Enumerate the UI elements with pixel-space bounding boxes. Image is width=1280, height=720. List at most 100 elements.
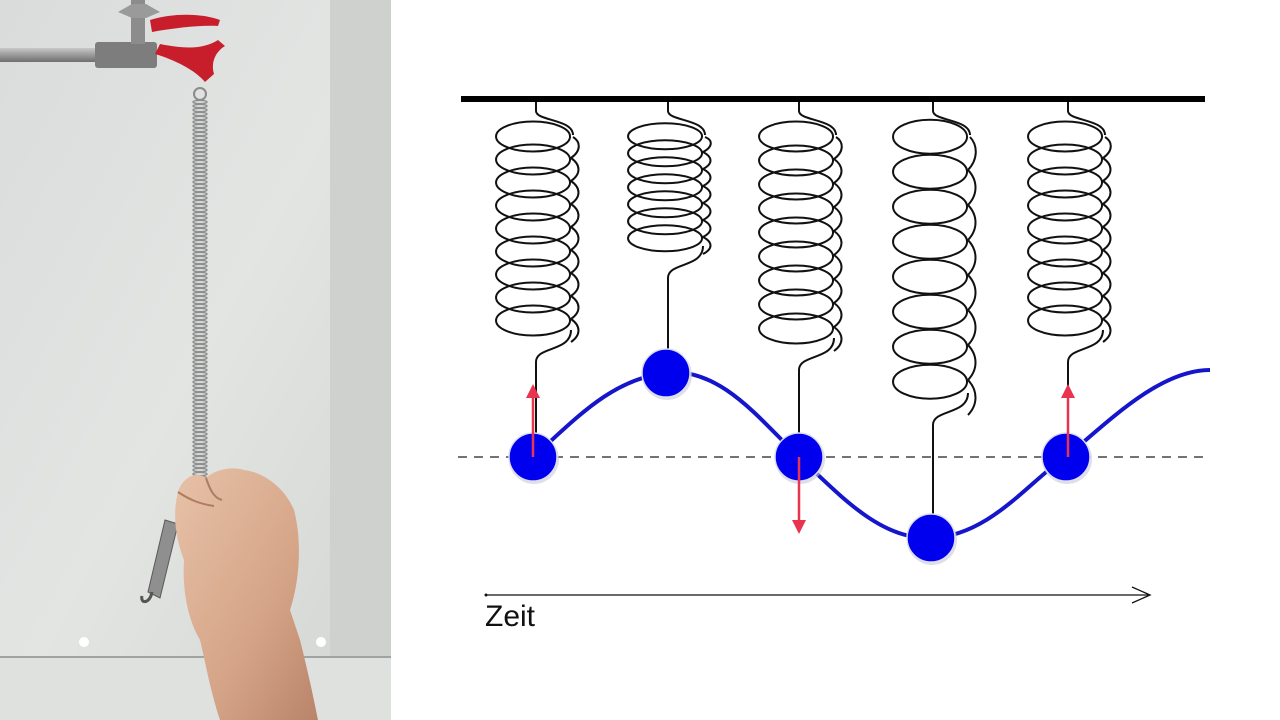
mass <box>906 513 956 563</box>
spring-coil <box>1027 212 1104 245</box>
photo-spring-coil <box>192 147 208 153</box>
photo-spring-coil <box>192 303 208 309</box>
stand-rod <box>0 48 120 62</box>
spring-coil <box>758 192 835 225</box>
photo-spring-coil <box>192 159 208 165</box>
wall-shadow <box>330 0 391 720</box>
spring-coil <box>1027 304 1104 337</box>
spring-top-stem <box>667 101 706 136</box>
baseboard <box>0 656 391 720</box>
spring-top-stem <box>535 101 574 136</box>
photo-spring-coil <box>192 451 208 457</box>
photo-spring-coil <box>192 343 208 349</box>
spring-coil <box>495 189 572 222</box>
photo-spring-coil <box>192 359 208 365</box>
photo-spring-coil <box>192 307 208 313</box>
spring-coil <box>495 304 572 337</box>
spring-coil <box>495 235 572 268</box>
arrowhead-icon <box>792 520 806 534</box>
photo-spring-coil <box>192 231 208 237</box>
photo-spring-coil <box>192 199 208 205</box>
spring-coil <box>758 168 835 201</box>
photo-spring-coil <box>192 255 208 261</box>
spring <box>1027 101 1112 436</box>
photo-spring-coil <box>192 335 208 341</box>
velocity-arrow-up <box>526 384 540 457</box>
photo-spring-coil <box>192 435 208 441</box>
photo-spring-coil <box>192 367 208 373</box>
photo-spring-coil <box>192 463 208 469</box>
photo-spring-coil <box>192 151 208 157</box>
spring-demo-photo <box>0 0 391 720</box>
spring-coil <box>758 240 835 273</box>
spring-coil <box>627 207 704 236</box>
springs-layer <box>495 101 1112 520</box>
photo-spring-coil <box>192 447 208 453</box>
photo-spring-coil <box>192 127 208 133</box>
photo-spring-coil <box>192 467 208 473</box>
photo-spring-coil <box>192 311 208 317</box>
velocity-arrow-up <box>1061 384 1075 457</box>
spring-coil <box>627 139 704 168</box>
photo-spring-coil <box>192 195 208 201</box>
photo-spring-coil <box>192 387 208 393</box>
photo-spring-coil <box>192 119 208 125</box>
spring-coil <box>892 153 969 190</box>
photo-spring-coil <box>192 287 208 293</box>
photo-spring-coil <box>192 223 208 229</box>
photo-spring-coil <box>192 443 208 449</box>
velocity-arrow-down <box>792 457 806 534</box>
photo-spring-coil <box>192 227 208 233</box>
spring-coil <box>892 328 969 365</box>
velocity-arrows <box>526 384 1075 534</box>
photo-spring-coil <box>192 407 208 413</box>
photo-spring-coil <box>192 215 208 221</box>
photo-spring-coil <box>192 167 208 173</box>
spring-coil <box>892 223 969 260</box>
photo-spring-coil <box>192 315 208 321</box>
spring-coil <box>758 216 835 249</box>
photo-spring-coil <box>192 123 208 129</box>
spring-coil <box>495 143 572 176</box>
masses-layer <box>508 348 1092 565</box>
spring <box>495 101 580 436</box>
spring-coil <box>892 363 969 400</box>
photo-spring-coil <box>192 327 208 333</box>
mass <box>641 348 691 398</box>
wall-screw-icon <box>316 637 326 647</box>
spring <box>758 101 843 436</box>
spring-coil <box>627 190 704 219</box>
spring-coil <box>627 173 704 202</box>
photo-spring-coil <box>192 267 208 273</box>
spring-bottom-stem <box>535 329 572 436</box>
photo-spring-coil <box>192 459 208 465</box>
photo-spring-coil <box>192 219 208 225</box>
spring-coil <box>495 120 572 153</box>
photo-spring-coil <box>192 155 208 161</box>
photo-spring-coil <box>192 115 208 121</box>
photo-spring-coil <box>192 331 208 337</box>
spring-coil <box>758 288 835 321</box>
photo-spring-coil <box>192 111 208 117</box>
spring-top-stem <box>798 101 837 136</box>
photo-spring-coil <box>192 103 208 109</box>
spring-back-strand <box>1101 136 1112 343</box>
photo-spring-coil <box>192 363 208 369</box>
photo-spring-coil <box>192 99 208 105</box>
photo-spring-coil <box>192 259 208 265</box>
wing-nut-icon <box>118 4 160 18</box>
photo-spring-coil <box>192 163 208 169</box>
spring-back-strand <box>700 136 712 255</box>
spring-back-strand <box>569 136 580 343</box>
spring-back-strand <box>832 136 843 352</box>
spring-coil <box>1027 166 1104 199</box>
photo-spring-coil <box>192 339 208 345</box>
spring-coil <box>758 312 835 345</box>
arrowhead-icon <box>1061 384 1075 398</box>
photo-spring-coil <box>192 383 208 389</box>
photo-spring-coil <box>192 175 208 181</box>
photo-spring-coil <box>192 107 208 113</box>
spring-coil <box>1027 281 1104 314</box>
spring-coil <box>892 118 969 155</box>
spring-coil <box>495 212 572 245</box>
